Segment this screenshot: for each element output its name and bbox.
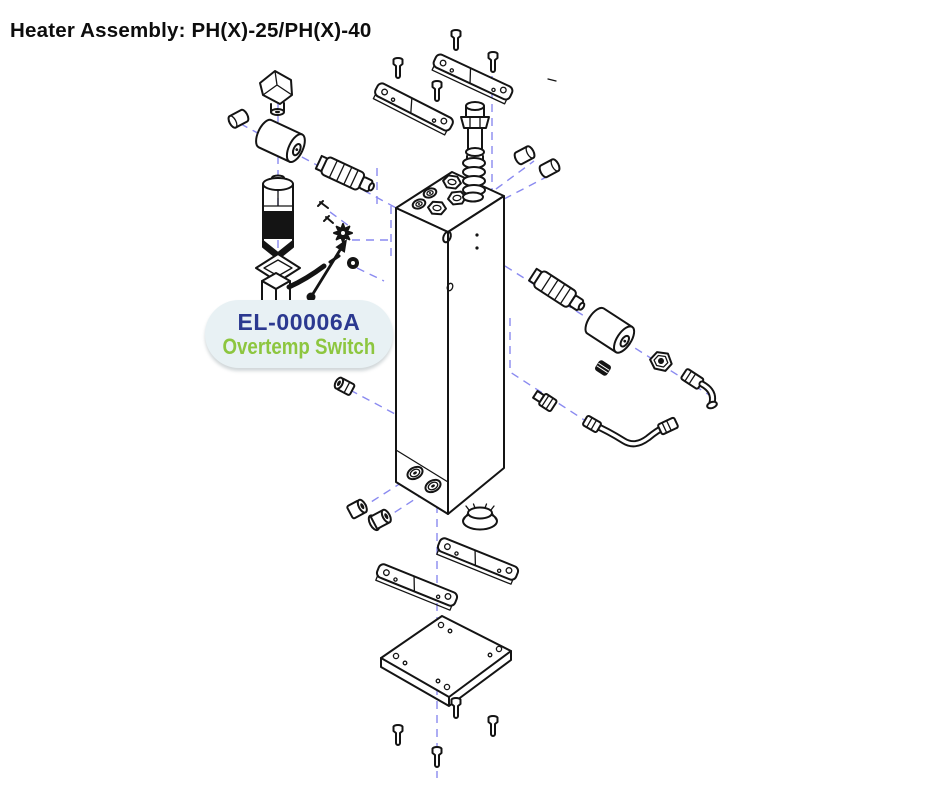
top-hex-nut [426, 200, 448, 216]
page-title: Heater Assembly: PH(X)-25/PH(X)-40 [10, 18, 372, 42]
heater-element-spring [460, 101, 490, 203]
valve-cartridge [526, 265, 590, 317]
plug-cap [225, 107, 252, 131]
mounting-screw [431, 80, 443, 102]
mounting-strap [372, 561, 460, 612]
hex-nut [649, 351, 673, 372]
callout-arrow [306, 239, 347, 302]
coil-cylinder [251, 116, 310, 166]
base-screw [392, 724, 404, 746]
switch-screw [323, 215, 334, 224]
thermocouple-tube [582, 414, 679, 448]
manifold-block [395, 171, 505, 515]
bottom-hardware [346, 498, 521, 768]
plug-black [595, 360, 611, 376]
plug-cap [536, 156, 563, 180]
port-nut [367, 508, 392, 532]
compression-fitting [532, 390, 558, 413]
overtemp-switch-cluster [317, 200, 359, 269]
port-nut [346, 498, 368, 520]
elbow-fitting-right [680, 368, 718, 410]
mounting-strap [370, 80, 456, 137]
switch-screw [317, 200, 329, 209]
part-callout: EL-00006A Overtemp Switch [205, 300, 393, 368]
base-screw [450, 697, 462, 719]
solenoid-coil [262, 174, 294, 260]
valve-cartridge [313, 152, 379, 198]
bottom-plug [462, 503, 498, 531]
mounting-screw [450, 29, 462, 51]
mounting-screw [392, 57, 404, 79]
base-screw [487, 715, 499, 737]
base-plate [380, 615, 512, 707]
left-valve-stack [225, 70, 379, 310]
elbow-fitting [259, 70, 293, 116]
part-name-label: Overtemp Switch [222, 334, 376, 360]
mounting-strap [433, 535, 521, 586]
base-screw [431, 746, 443, 768]
right-fitting-train [526, 265, 718, 448]
top-mounting-hardware [370, 29, 557, 137]
mounting-strap [429, 51, 516, 106]
part-number-label: EL-00006A [237, 308, 361, 335]
mounting-screw [487, 51, 499, 73]
coil-cylinder [580, 303, 640, 357]
side-plug [333, 376, 356, 396]
